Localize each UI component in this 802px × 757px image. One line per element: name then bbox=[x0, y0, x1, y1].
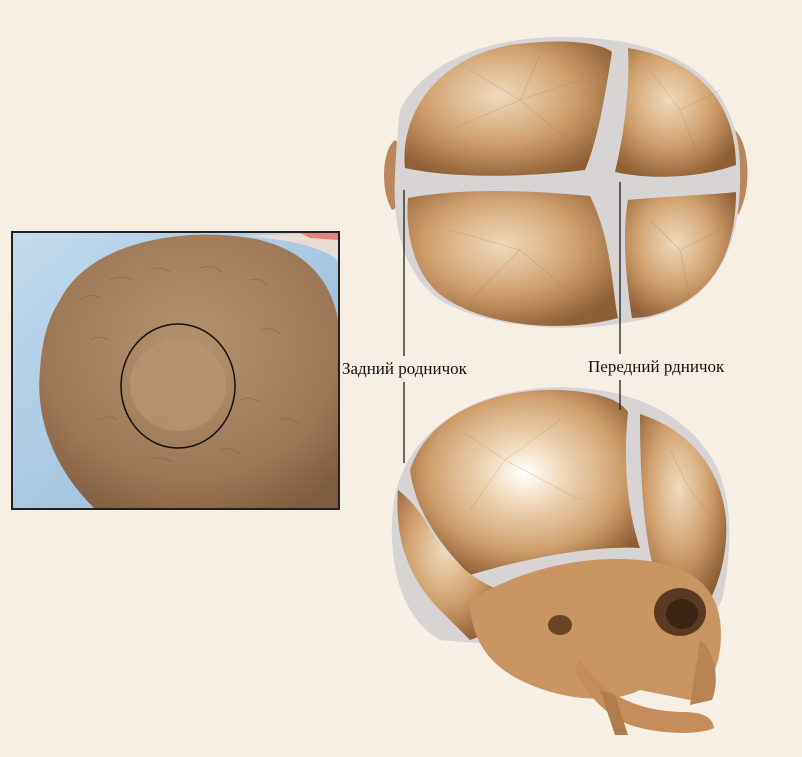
skull-top-view bbox=[384, 37, 747, 328]
skull-side-view bbox=[392, 387, 730, 735]
anterior-fontanelle-label: Передний рдничок bbox=[586, 357, 726, 377]
infant-head-photo bbox=[12, 232, 340, 509]
posterior-fontanelle-label: Задний родничок bbox=[340, 359, 469, 379]
